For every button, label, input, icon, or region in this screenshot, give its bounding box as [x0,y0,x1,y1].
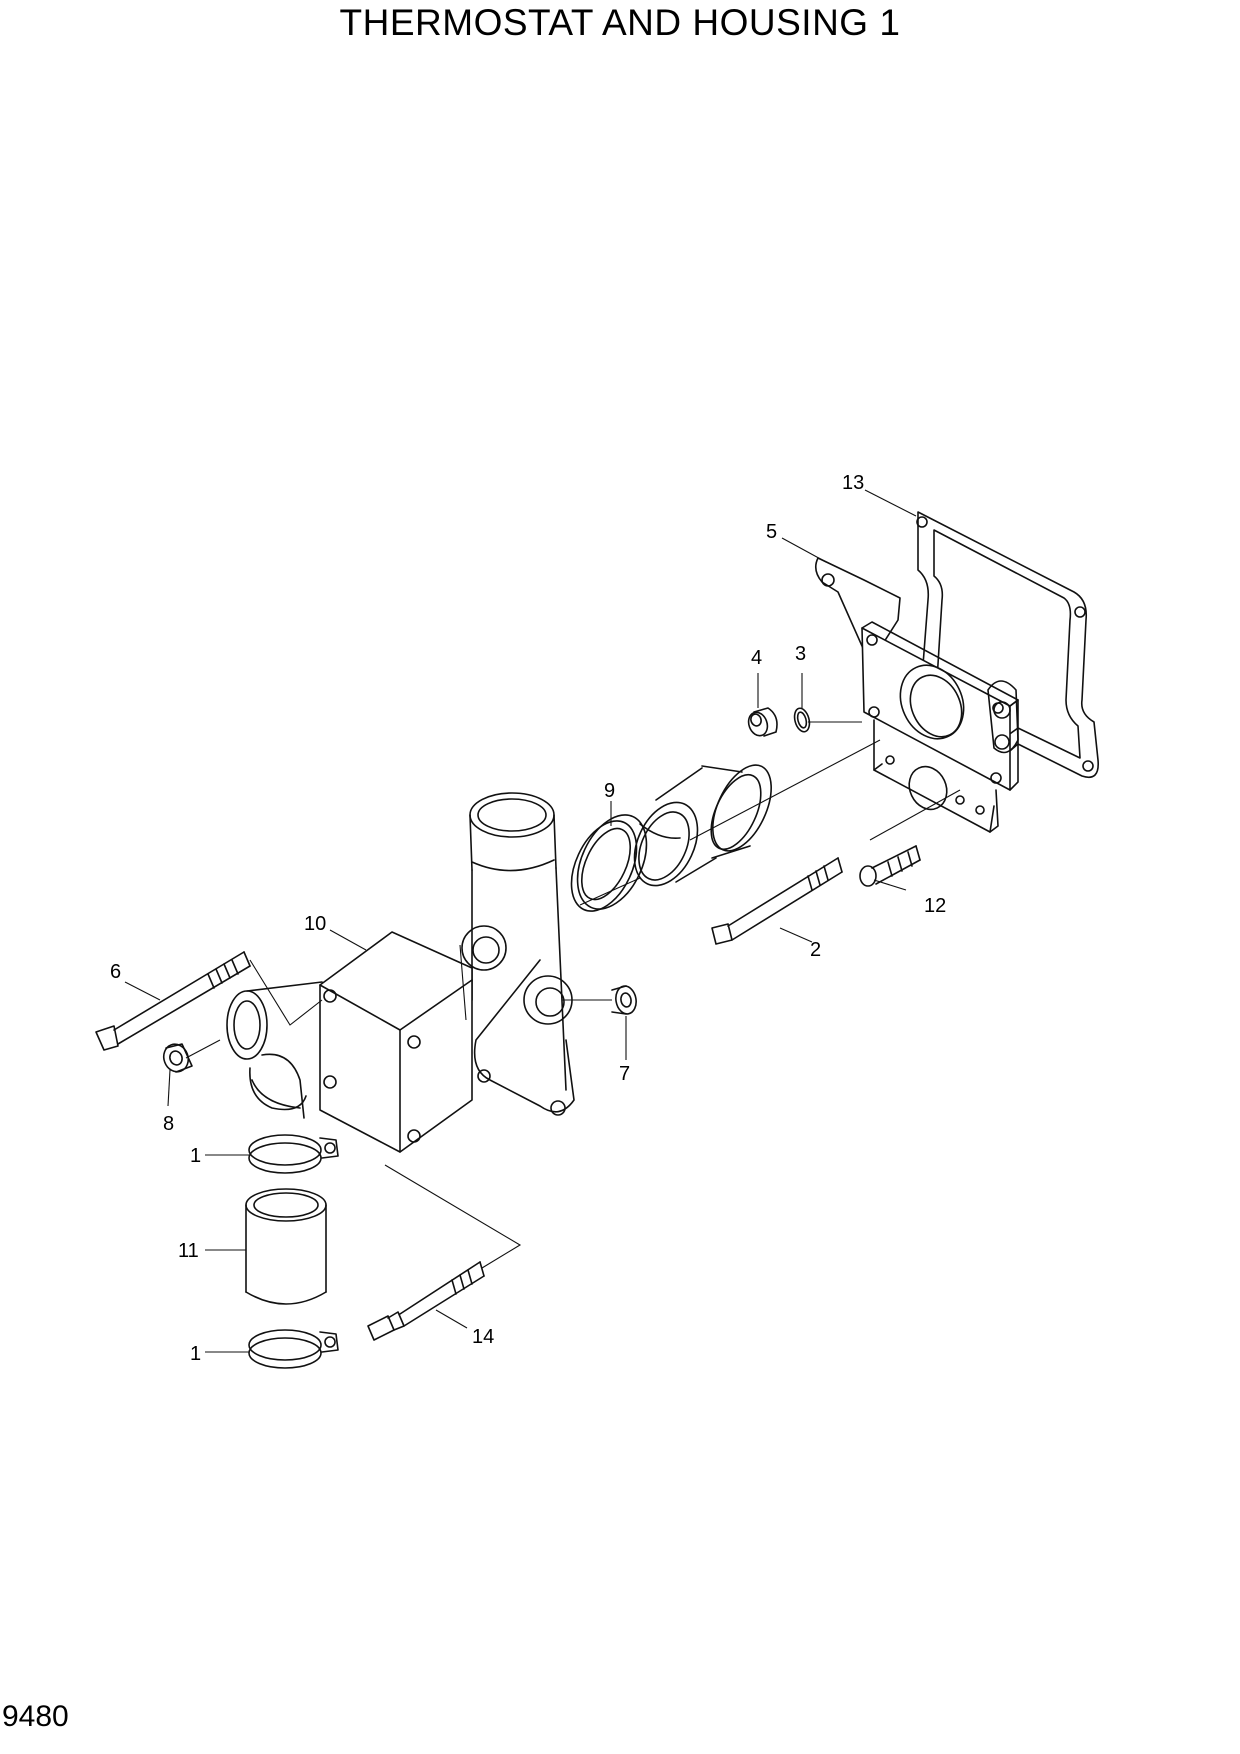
callout-1-lower: 1 [190,1343,201,1365]
callout-7: 7 [619,1063,630,1085]
page-number: 9480 [2,1700,69,1733]
short-bolt-part-12 [859,845,921,887]
stud-part-14 [367,1261,485,1341]
long-bolt-part-6 [95,951,251,1051]
thermostat-insert [633,764,772,887]
gasket-part-13 [916,511,1099,779]
callout-14: 14 [472,1326,494,1348]
callout-3: 3 [795,643,806,665]
thermostat-housing-part-5 [814,557,1019,833]
housing-part-10 [226,792,575,1153]
o-ring-part-3 [793,707,811,733]
plug-part-4 [747,707,778,737]
plug-part-8 [162,1043,193,1073]
hose-clamp-part-1-lower [248,1329,339,1369]
callout-leaders [124,489,917,1353]
callout-13: 13 [842,472,864,494]
long-bolt-part-2 [711,857,843,945]
hose-part-11 [245,1188,327,1305]
callout-9: 9 [604,780,615,802]
callout-2: 2 [810,939,821,961]
callout-6: 6 [110,961,121,983]
hose-clamp-part-1-upper [248,1134,339,1174]
seal-ring-part-9 [570,814,648,912]
callout-labels: 13 5 4 3 9 10 6 2 12 7 8 1 11 14 1 [110,472,946,1365]
plug-part-7 [611,985,637,1015]
callout-1-upper: 1 [190,1145,201,1167]
callout-10: 10 [304,913,326,935]
callout-8: 8 [163,1113,174,1135]
callout-4: 4 [751,647,762,669]
callout-11: 11 [178,1240,199,1262]
assembly-guide-lines [185,721,961,1269]
callout-5: 5 [766,521,777,543]
diagram-title: THERMOSTAT AND HOUSING 1 [339,2,901,43]
callout-12: 12 [924,895,946,917]
